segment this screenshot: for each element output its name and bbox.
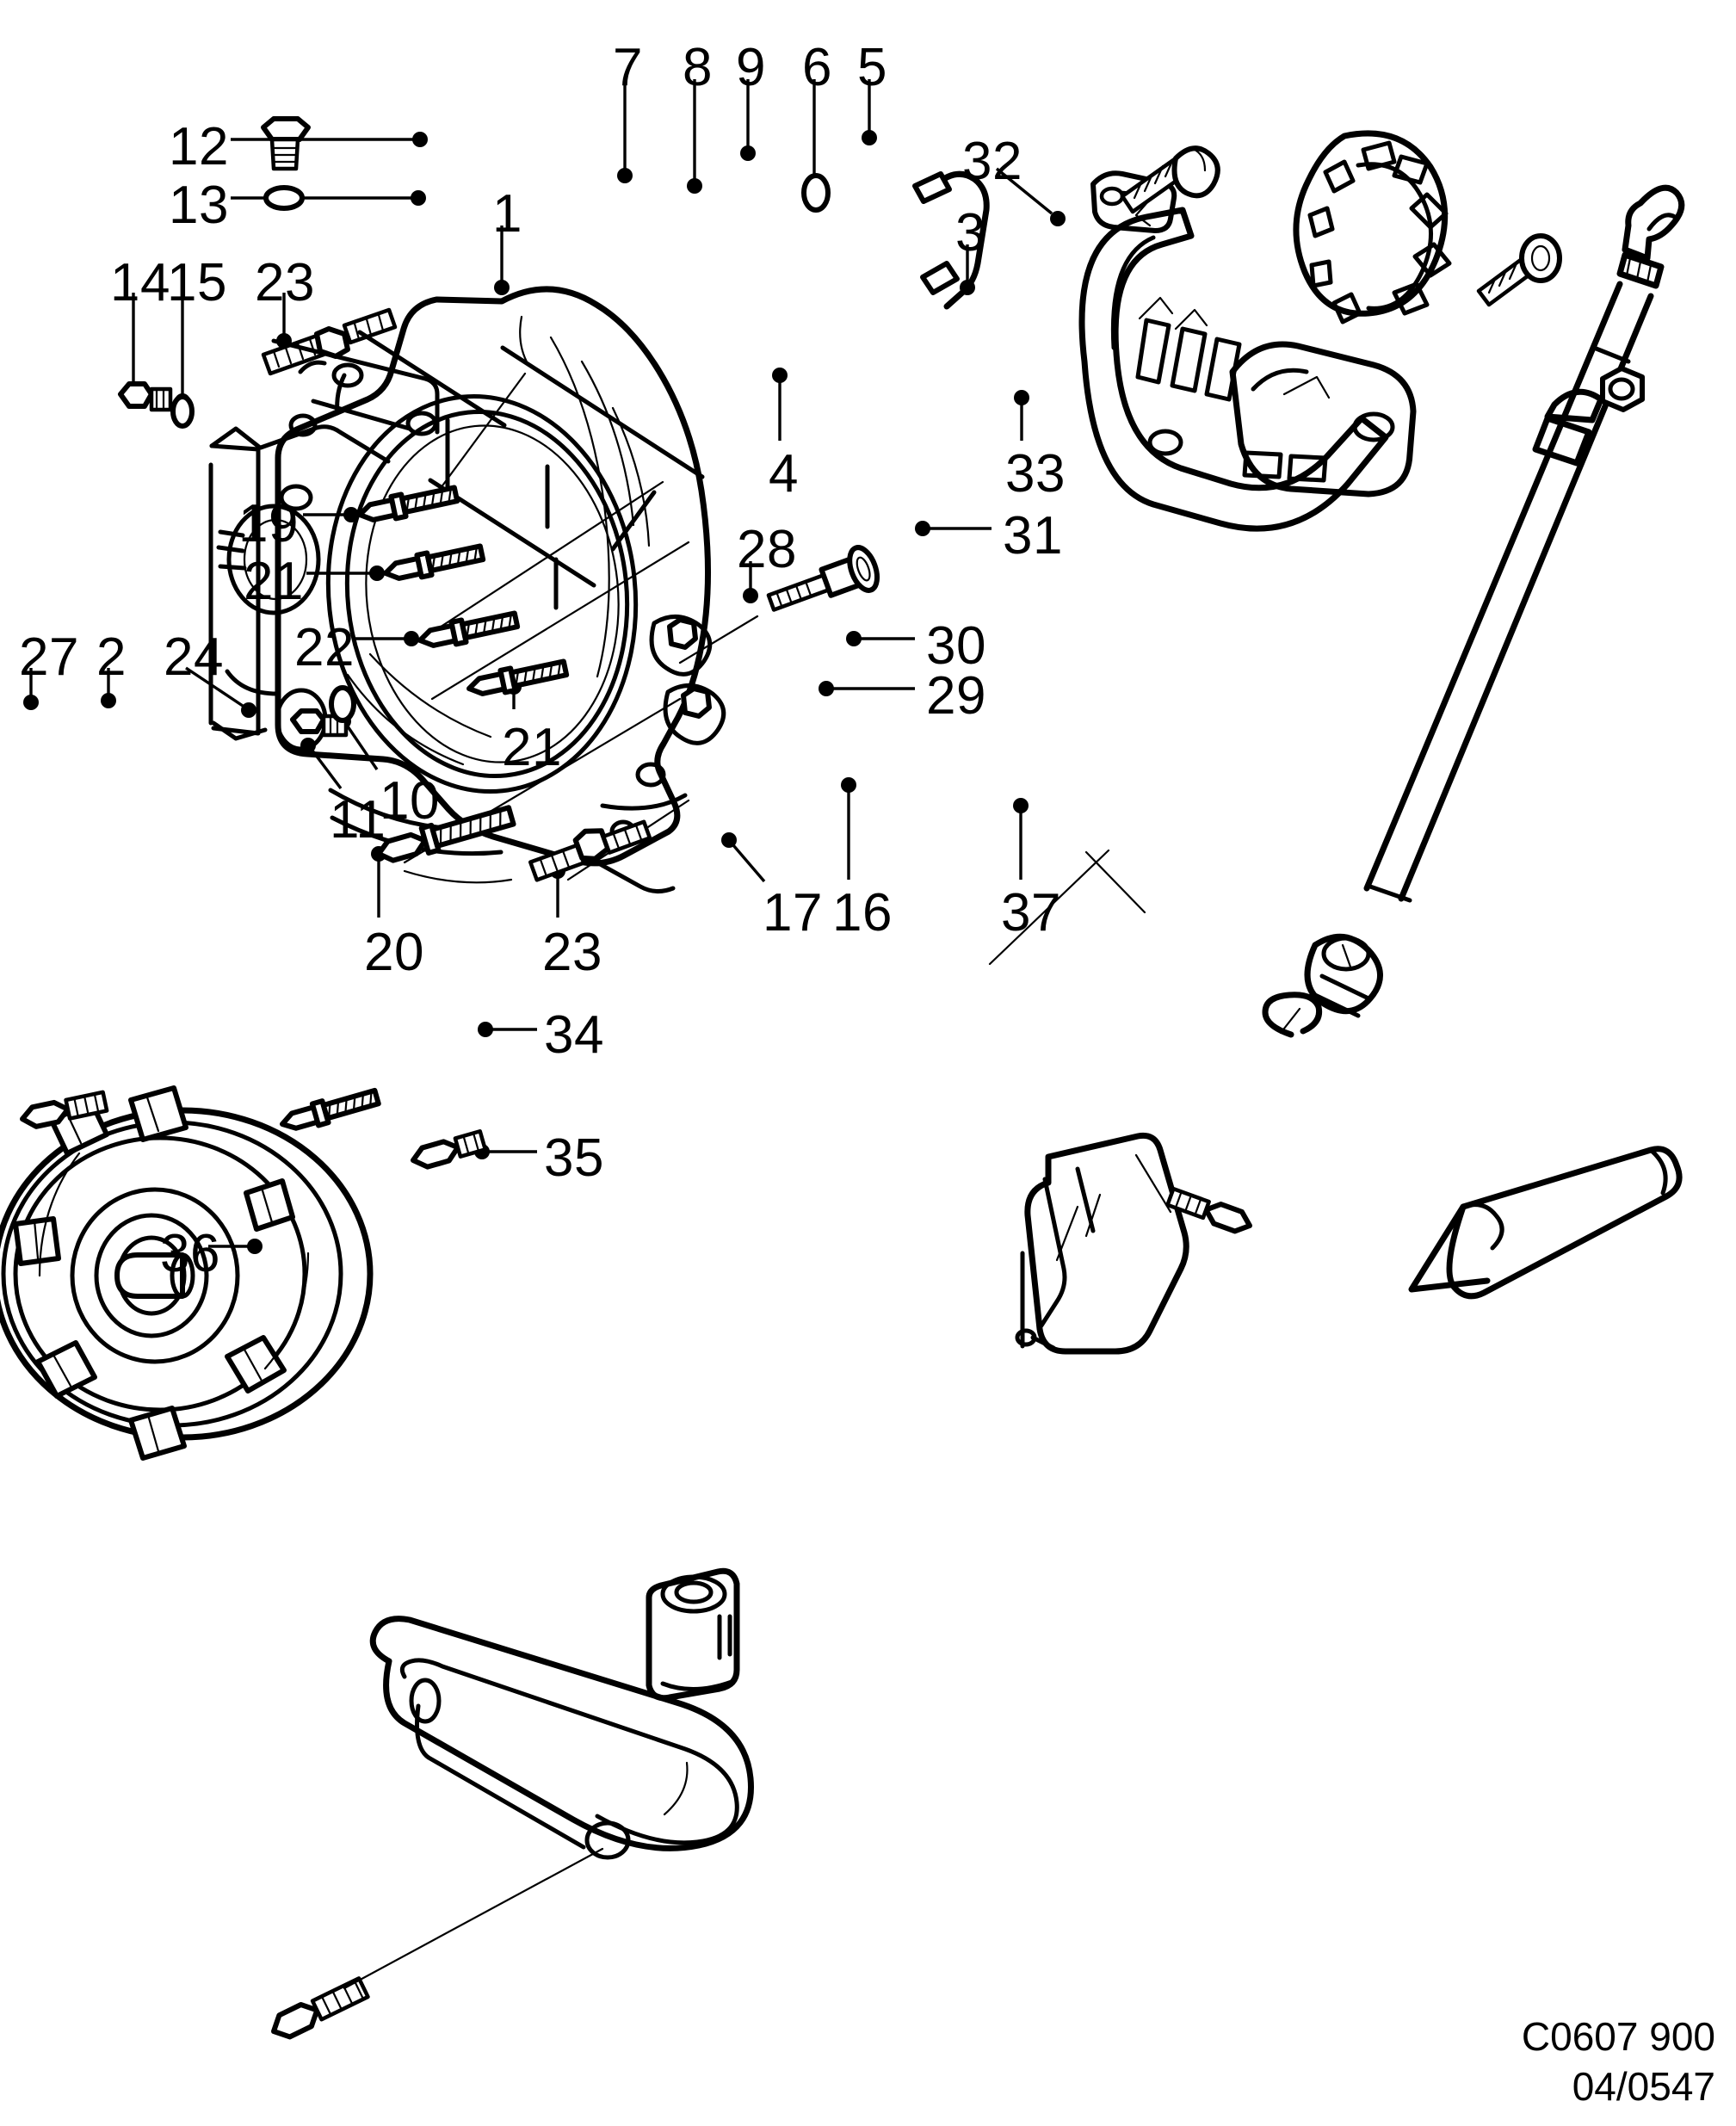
callout-29: 29	[926, 666, 986, 726]
callout-32: 32	[962, 132, 1022, 191]
part-27-converter-bolt	[20, 1090, 109, 1129]
part-converter-bolt-extra	[411, 1129, 488, 1170]
part-16-cover-bolt	[1165, 1186, 1252, 1234]
callout-11: 11	[330, 790, 386, 850]
callout-20: 20	[364, 923, 424, 982]
callout-9: 9	[736, 38, 766, 97]
part-30-tube-plug	[1304, 933, 1383, 1018]
part-21a-flange-bolt	[383, 542, 484, 584]
callout-27: 27	[19, 627, 79, 687]
part-4-converter-cover-plate	[1078, 207, 1417, 532]
callout-24: 24	[164, 627, 224, 687]
callout-4: 4	[769, 444, 799, 504]
part-24-flange-bolt	[279, 1086, 380, 1134]
part-32-dipstick-handle	[1616, 184, 1685, 289]
callout-17: 17	[763, 883, 823, 942]
callout-8: 8	[683, 38, 713, 97]
callout-30: 30	[926, 616, 986, 676]
callout-5: 5	[857, 38, 887, 97]
callout-2: 2	[96, 627, 127, 687]
callout-28: 28	[737, 520, 797, 579]
part-13-sealing-ring	[263, 185, 305, 211]
part-15-o-ring	[170, 394, 195, 429]
part-22-flange-bolt	[417, 609, 518, 652]
part-19-flange-bolt	[357, 484, 458, 526]
part-28-bolt-with-washer	[766, 545, 880, 612]
callout-23-top: 23	[255, 253, 315, 312]
part-12-hex-bolt	[261, 116, 311, 171]
part-36-bracket-bolt	[271, 1847, 604, 2040]
part-9-pan-head-screw	[1120, 145, 1220, 214]
callout-33: 33	[1005, 444, 1066, 504]
part-7-oil-pipe	[912, 170, 990, 310]
part-35-support-bracket	[369, 1616, 754, 1860]
part-23-stud-bolt-lower	[528, 819, 652, 882]
footer-revision-date: 04/0547	[1572, 2064, 1715, 2109]
callout-37: 37	[1001, 883, 1061, 942]
callout-31: 31	[1003, 506, 1063, 565]
part-37-sealant-tube	[1408, 1146, 1683, 1300]
part-5-roller-bearing	[1293, 130, 1452, 324]
leader-lines	[23, 79, 1066, 1254]
callout-13: 13	[169, 176, 229, 235]
part-10-washer	[329, 685, 356, 723]
part-3-screw-with-washer	[1476, 233, 1562, 307]
callout-21-lower: 21	[502, 718, 562, 777]
callout-1: 1	[492, 184, 522, 244]
callout-14: 14	[110, 253, 170, 312]
callout-3: 3	[955, 203, 985, 263]
callout-19: 19	[238, 494, 299, 553]
part-2-torque-converter	[0, 1085, 374, 1461]
callout-12: 12	[169, 117, 229, 176]
part-29-retaining-clip	[1262, 992, 1323, 1038]
part-33-hex-nut	[1600, 366, 1645, 412]
callout-35: 35	[544, 1128, 604, 1188]
callout-23-lower: 23	[542, 923, 602, 982]
callout-22: 22	[294, 618, 355, 677]
callout-7: 7	[613, 38, 643, 97]
footer-drawing-number: C0607 900	[1521, 2014, 1715, 2059]
callout-10: 10	[380, 771, 440, 831]
part-6-o-ring-seal	[801, 173, 831, 213]
callout-15: 15	[167, 253, 227, 312]
callout-34: 34	[544, 1005, 604, 1065]
callout-16: 16	[832, 883, 893, 942]
callout-21-upper: 21	[244, 552, 304, 611]
part-34-rubber-bush	[646, 1567, 740, 1702]
part-14-flange-bolt	[118, 381, 173, 412]
callout-36: 36	[160, 1224, 220, 1283]
callout-6: 6	[802, 38, 832, 97]
part-20-long-flange-bolt	[376, 805, 516, 863]
part-17-converter-cover	[1015, 1132, 1189, 1355]
